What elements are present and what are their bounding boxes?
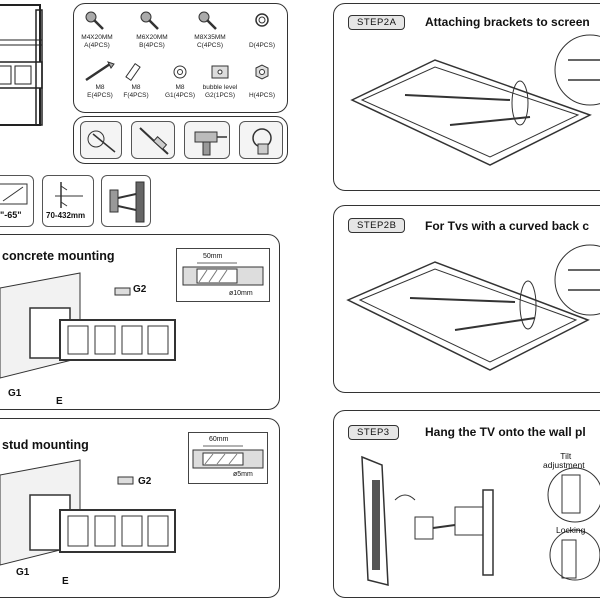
step3-illustration — [340, 445, 600, 595]
step2b-tag: STEP2B — [348, 218, 406, 233]
hardware-spec: M8 — [95, 84, 105, 91]
hardware-item-h: H(4PCS) — [242, 60, 282, 106]
wrench-icon — [252, 128, 272, 155]
tool-wrench — [239, 121, 283, 159]
hardware-item-d: D(4PCS) — [242, 10, 282, 56]
step3-tag: STEP3 — [348, 425, 399, 440]
screw-icon — [198, 11, 217, 30]
concrete-mount-illustration — [0, 268, 190, 398]
hardware-quantity: C(4PCS) — [196, 42, 223, 49]
locking-label: Locking — [556, 525, 586, 535]
step2a-title: Attaching brackets to screen — [425, 15, 590, 29]
tool-drill-hole — [80, 121, 122, 159]
screw-icon — [140, 11, 159, 30]
screen-size-label: "-65" — [0, 210, 22, 220]
full-motion-icon — [109, 181, 145, 223]
hardware-quantity: A(4PCS) — [84, 42, 110, 49]
hardware-spec: M8 — [175, 84, 185, 91]
screwdriver-icon — [139, 127, 169, 155]
stud-hole-diameter: ø5mm — [233, 471, 253, 478]
lag-bolt-icon — [85, 61, 115, 82]
hardware-quantity: G1(4PCS) — [165, 92, 195, 99]
screw-icon — [85, 11, 104, 30]
stud-mounting-title: stud mounting — [2, 438, 89, 452]
vesa-label: 70-432mm — [46, 211, 86, 220]
hardware-spec: M8X35MM — [194, 34, 226, 41]
anchor-icon — [125, 63, 141, 81]
tool-power-drill — [184, 121, 230, 159]
tilt-adjustment-label: Tilt adjustment — [543, 451, 585, 470]
hardware-spec: M8 — [131, 84, 141, 91]
hardware-spec: M4X20MM — [81, 34, 113, 41]
hardware-spec: bubble level — [202, 84, 238, 91]
vesa-pattern-icon — [55, 182, 83, 208]
step2a-illustration — [340, 34, 600, 185]
concrete-label-g2: G2 — [133, 284, 147, 295]
step3-title: Hang the TV onto the wall pl — [425, 425, 586, 439]
concrete-hole-diagram: 50mm ø10mm — [176, 248, 270, 302]
hardware-quantity: E(4PCS) — [87, 92, 113, 99]
washer-icon — [173, 65, 187, 79]
screen-size-box — [0, 175, 34, 227]
nut-icon — [255, 64, 269, 80]
concrete-mounting-title: concrete mounting — [2, 249, 115, 263]
mount-type-box — [101, 175, 151, 227]
hardware-panel — [73, 3, 288, 113]
hardware-quantity: B(4PCS) — [139, 42, 165, 49]
concrete-label-e: E — [56, 396, 63, 407]
bubble-level-icon — [211, 65, 229, 79]
concrete-hole-diameter: ø10mm — [229, 290, 253, 297]
wall-plate-illustration — [0, 0, 60, 135]
stud-label-e: E — [62, 576, 69, 587]
spacer-icon — [255, 13, 269, 27]
step2b-title: For Tvs with a curved back c — [425, 219, 590, 233]
vesa-box — [42, 175, 94, 227]
stud-label-g2: G2 — [138, 476, 152, 487]
hardware-spec: M6X20MM — [136, 34, 168, 41]
power-drill-icon — [194, 131, 227, 156]
hardware-quantity: F(4PCS) — [123, 92, 149, 99]
diagonal-size-icon — [0, 183, 28, 205]
stud-hole-depth: 60mm — [209, 436, 229, 443]
wall-drill-icon — [87, 130, 116, 153]
stud-label-g1: G1 — [16, 567, 30, 578]
step2a-tag: STEP2A — [348, 15, 406, 30]
hardware-quantity: D(4PCS) — [248, 42, 275, 49]
tool-screwdriver — [131, 121, 175, 159]
stud-hole-diagram: 60mm ø5mm — [188, 432, 268, 484]
step2b-illustration — [340, 240, 600, 390]
concrete-hole-depth: 50mm — [203, 253, 223, 260]
hardware-quantity: H(4PCS) — [248, 92, 275, 99]
hardware-quantity: G2(1PCS) — [205, 92, 235, 99]
concrete-label-g1: G1 — [8, 388, 22, 399]
stud-mount-illustration — [0, 455, 190, 585]
